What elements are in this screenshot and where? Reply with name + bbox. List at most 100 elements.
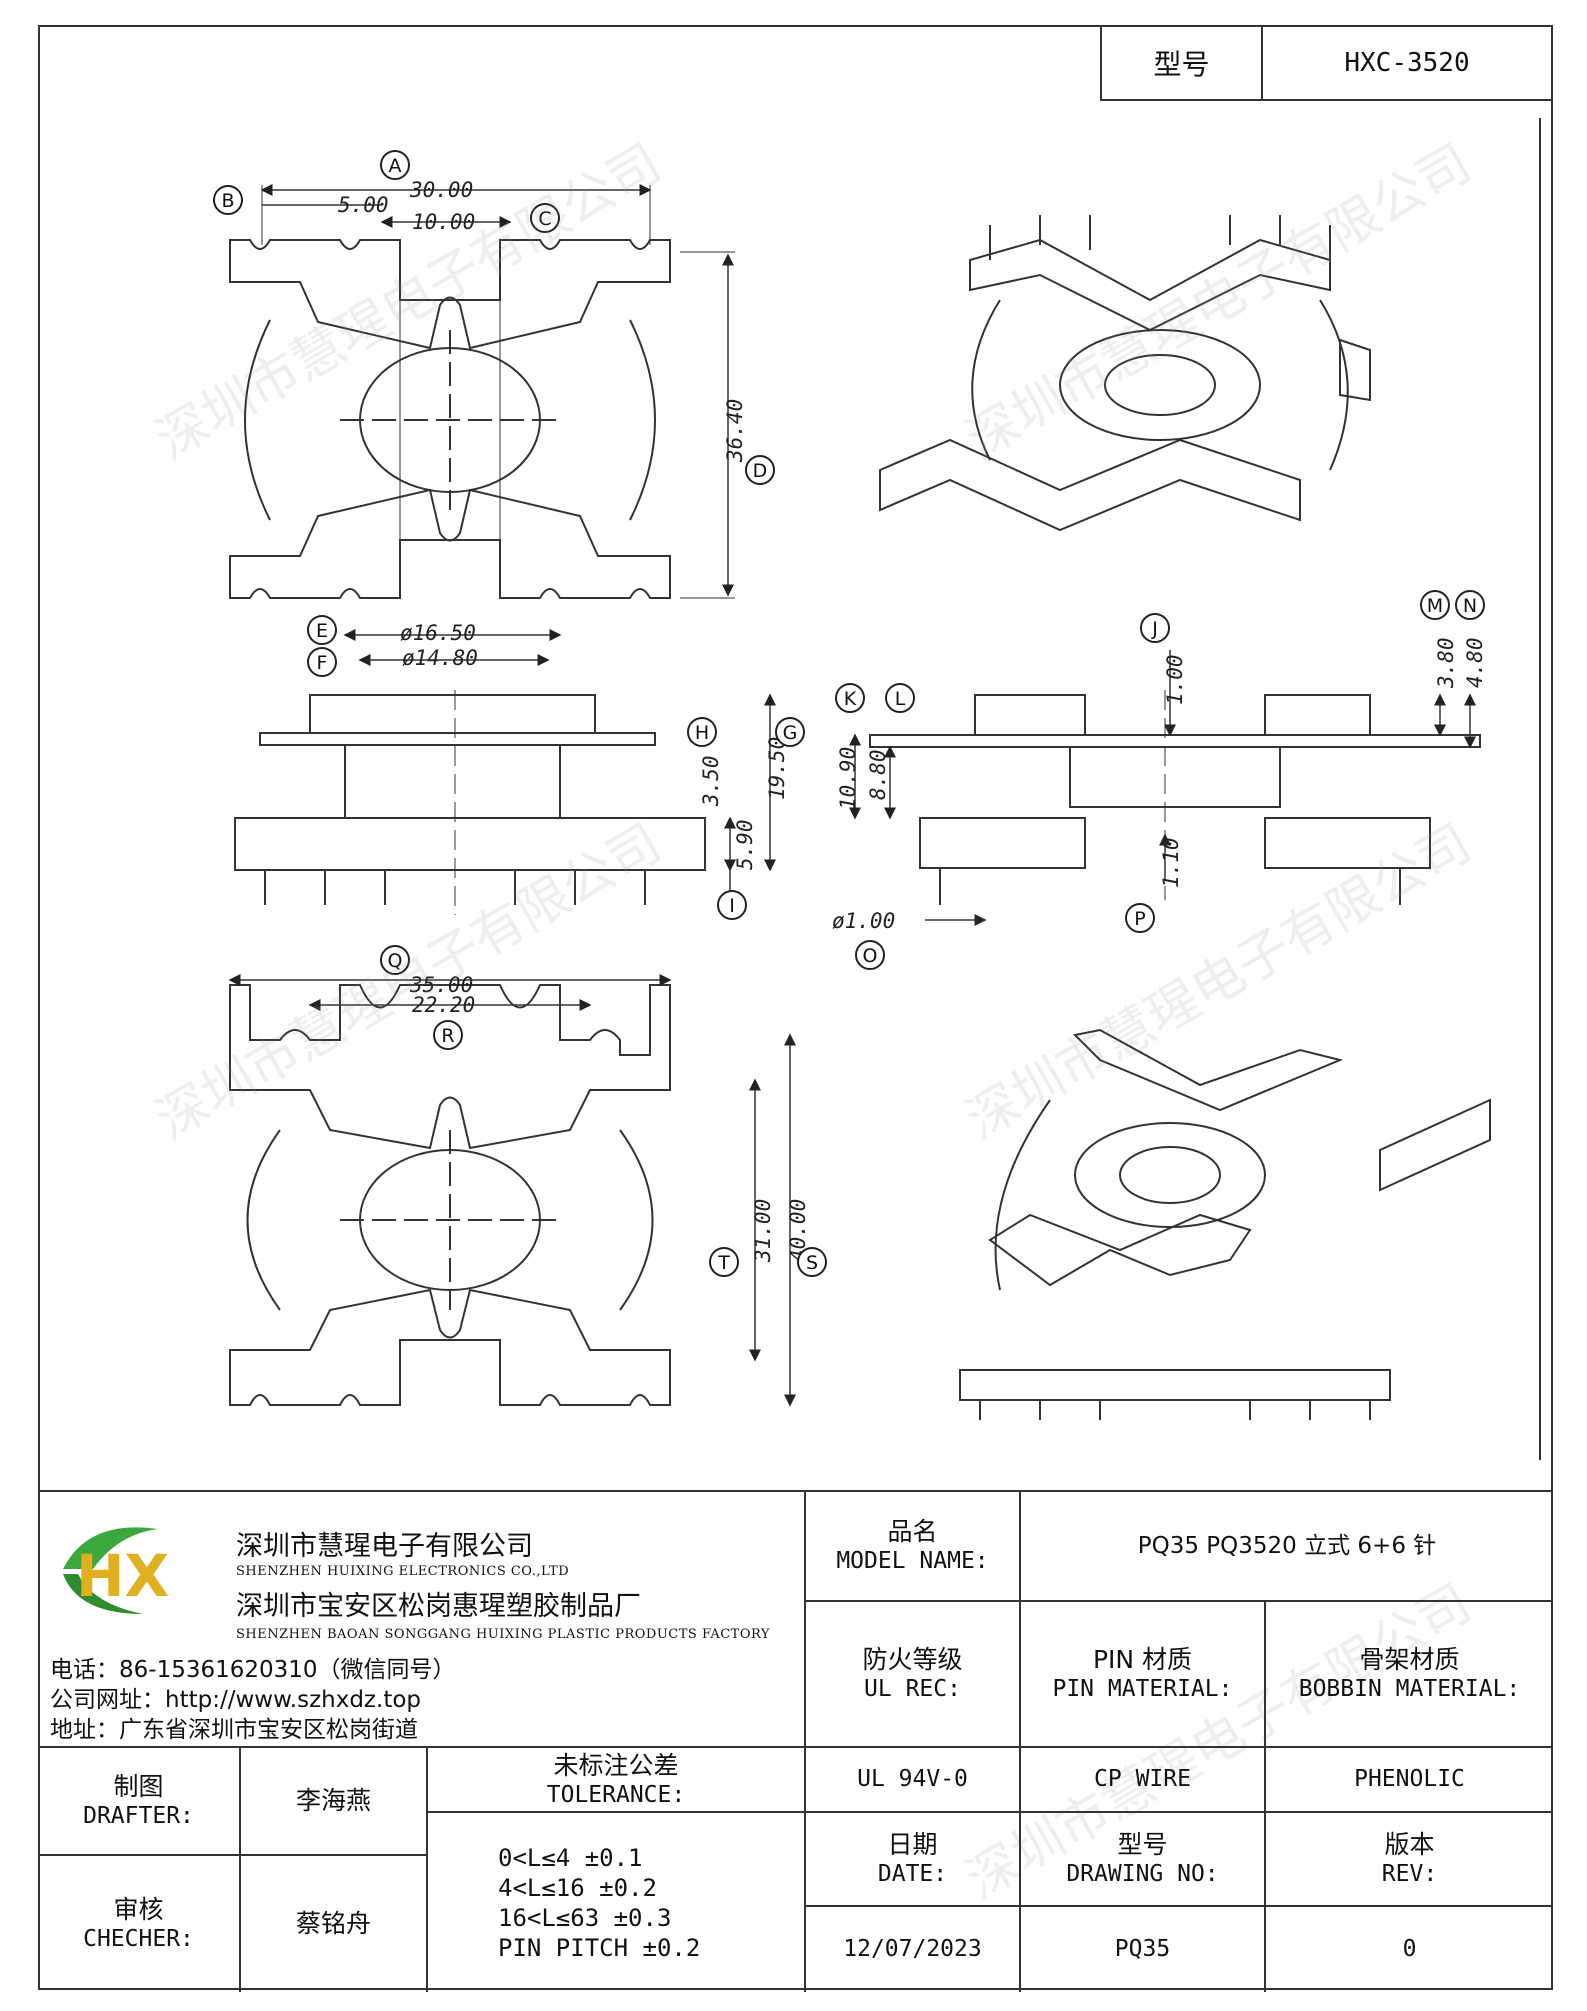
tolerance-line-3: 16<L≤63 ±0.3: [498, 1903, 672, 1932]
dim-B: 5.00: [338, 193, 389, 217]
callout-c: C: [530, 203, 560, 233]
tolerance-label: 未标注公差 TOLERANCE:: [428, 1748, 806, 1813]
date-value: 12/07/2023: [806, 1907, 1021, 1992]
svg-text:J: J: [1151, 618, 1158, 640]
callout-m: M: [1420, 590, 1450, 620]
svg-text:D: D: [753, 460, 768, 482]
ul-rec-value: UL 94V-0: [806, 1748, 1021, 1813]
isometric-view-top: [879, 215, 1371, 532]
svg-text:H: H: [695, 722, 709, 744]
drafter-label: 制图 DRAFTER:: [38, 1748, 241, 1856]
dim-M: 3.80: [1434, 637, 1458, 689]
isometric-view-bottom: [959, 1028, 1491, 1420]
svg-text:A: A: [389, 155, 402, 177]
callout-s: S: [797, 1247, 827, 1277]
factory-name-en: SHENZHEN BAOAN SONGGANG HUIXING PLASTIC …: [236, 1627, 770, 1642]
rev-label: 版本 REV:: [1266, 1813, 1553, 1907]
ul-rec-label: 防火等级 UL REC:: [806, 1602, 1021, 1748]
tolerance-line-2: 4<L≤16 ±0.2: [498, 1873, 657, 1902]
callout-j: J: [1140, 613, 1170, 643]
svg-text:O: O: [863, 945, 878, 967]
callout-l: L: [885, 683, 915, 713]
callout-i: I: [717, 890, 747, 920]
callout-e: E: [307, 615, 337, 645]
drawing-frame: [38, 25, 1553, 1990]
factory-name-cn: 深圳市宝安区松岗惠瑆塑胶制品厂: [236, 1591, 641, 1622]
svg-text:S: S: [806, 1252, 818, 1274]
svg-text:M: M: [1427, 595, 1443, 617]
svg-text:E: E: [316, 620, 328, 642]
dim-C: 10.00: [412, 210, 475, 234]
bobbin-material-value: PHENOLIC: [1266, 1748, 1553, 1813]
callout-r: R: [433, 1020, 463, 1050]
callout-q: Q: [380, 945, 410, 975]
company-name-en: SHENZHEN HUIXING ELECTRONICS CO.,LTD: [236, 1564, 570, 1579]
svg-text:P: P: [1134, 908, 1145, 930]
dim-J: 1.00: [1163, 654, 1187, 705]
company-logo: HX: [63, 1527, 169, 1614]
top-view-upper: [229, 239, 671, 599]
callout-p: P: [1125, 903, 1155, 933]
dim-G: 19.50: [765, 737, 789, 800]
dim-K: 10.90: [836, 747, 860, 810]
dim-T: 31.00: [751, 1199, 775, 1263]
drawing-no-label: 型号 DRAWING NO:: [1021, 1813, 1266, 1907]
pin-material-label: PIN 材质 PIN MATERIAL:: [1021, 1602, 1266, 1748]
svg-text:K: K: [844, 688, 857, 710]
dim-Q: 35.00: [409, 973, 473, 997]
company-name-cn: 深圳市慧瑆电子有限公司: [236, 1531, 533, 1562]
svg-text:B: B: [221, 190, 234, 212]
date-label: 日期 DATE:: [806, 1813, 1021, 1907]
dim-L: 8.80: [866, 749, 890, 800]
dim-A: 30.00: [409, 178, 473, 202]
phone: 电话：86-15361620310（微信同号）: [50, 1657, 456, 1683]
drafter-value: 李海燕: [241, 1748, 428, 1856]
dim-R: 22.20: [412, 993, 475, 1017]
callout-h: H: [687, 717, 717, 747]
callout-o: O: [855, 940, 885, 970]
side-view-left: [234, 690, 706, 915]
tolerance-values: 0<L≤4 ±0.1 4<L≤16 ±0.2 16<L≤63 ±0.3 PIN …: [428, 1813, 806, 1992]
svg-text:F: F: [317, 652, 328, 674]
drawing-no-value: PQ35: [1021, 1907, 1266, 1992]
model-value: HXC-3520: [1344, 48, 1470, 78]
bobbin-material-label: 骨架材质 BOBBIN MATERIAL:: [1266, 1602, 1553, 1748]
rev-value: 0: [1402, 1936, 1417, 1963]
dim-F: ø14.80: [402, 646, 478, 670]
callout-f: F: [307, 647, 337, 677]
tolerance-line-4: PIN PITCH ±0.2: [498, 1933, 701, 1962]
callout-b: B: [213, 185, 243, 215]
dim-P: 1.10: [1159, 837, 1183, 888]
dim-E: ø16.50: [400, 621, 476, 645]
svg-text:I: I: [729, 895, 735, 917]
model-name-value: PQ35 PQ3520 立式 6+6 针: [1021, 1492, 1553, 1602]
dim-H: 3.50: [699, 755, 723, 807]
callout-d: D: [745, 455, 775, 485]
address: 地址：广东省深圳市宝安区松岗街道: [50, 1717, 418, 1743]
model-label: 型号: [1102, 27, 1263, 99]
company-info: HX 深圳市慧瑆电子有限公司 SHENZHEN HUIXING ELECTRON…: [38, 1492, 806, 1748]
callout-a: A: [380, 150, 410, 180]
logo-text: HX: [76, 1542, 169, 1610]
svg-text:N: N: [1463, 595, 1477, 617]
callout-t: T: [709, 1247, 739, 1277]
callout-g: G: [775, 717, 805, 747]
svg-text:L: L: [895, 688, 906, 710]
dim-I: 5.90: [733, 819, 757, 870]
dim-N: 4.80: [1463, 637, 1487, 688]
svg-text:G: G: [783, 722, 798, 744]
title-block: HX 深圳市慧瑆电子有限公司 SHENZHEN HUIXING ELECTRON…: [38, 1490, 1553, 1992]
svg-text:T: T: [717, 1252, 730, 1274]
dim-O: ø1.00: [832, 909, 895, 933]
model-name-label: 品名 MODEL NAME:: [806, 1492, 1021, 1602]
callout-k: K: [835, 683, 865, 713]
model-box: 型号 HXC-3520: [1100, 25, 1553, 101]
svg-text:C: C: [538, 208, 551, 230]
website: 公司网址：http://www.szhxdz.top: [50, 1687, 422, 1713]
tolerance-line-1: 0<L≤4 ±0.1: [498, 1843, 643, 1872]
svg-text:R: R: [441, 1025, 454, 1047]
pin-material-value: CP WIRE: [1021, 1748, 1266, 1813]
checker-value: 蔡铭舟: [241, 1856, 428, 1992]
callout-n: N: [1455, 590, 1485, 620]
